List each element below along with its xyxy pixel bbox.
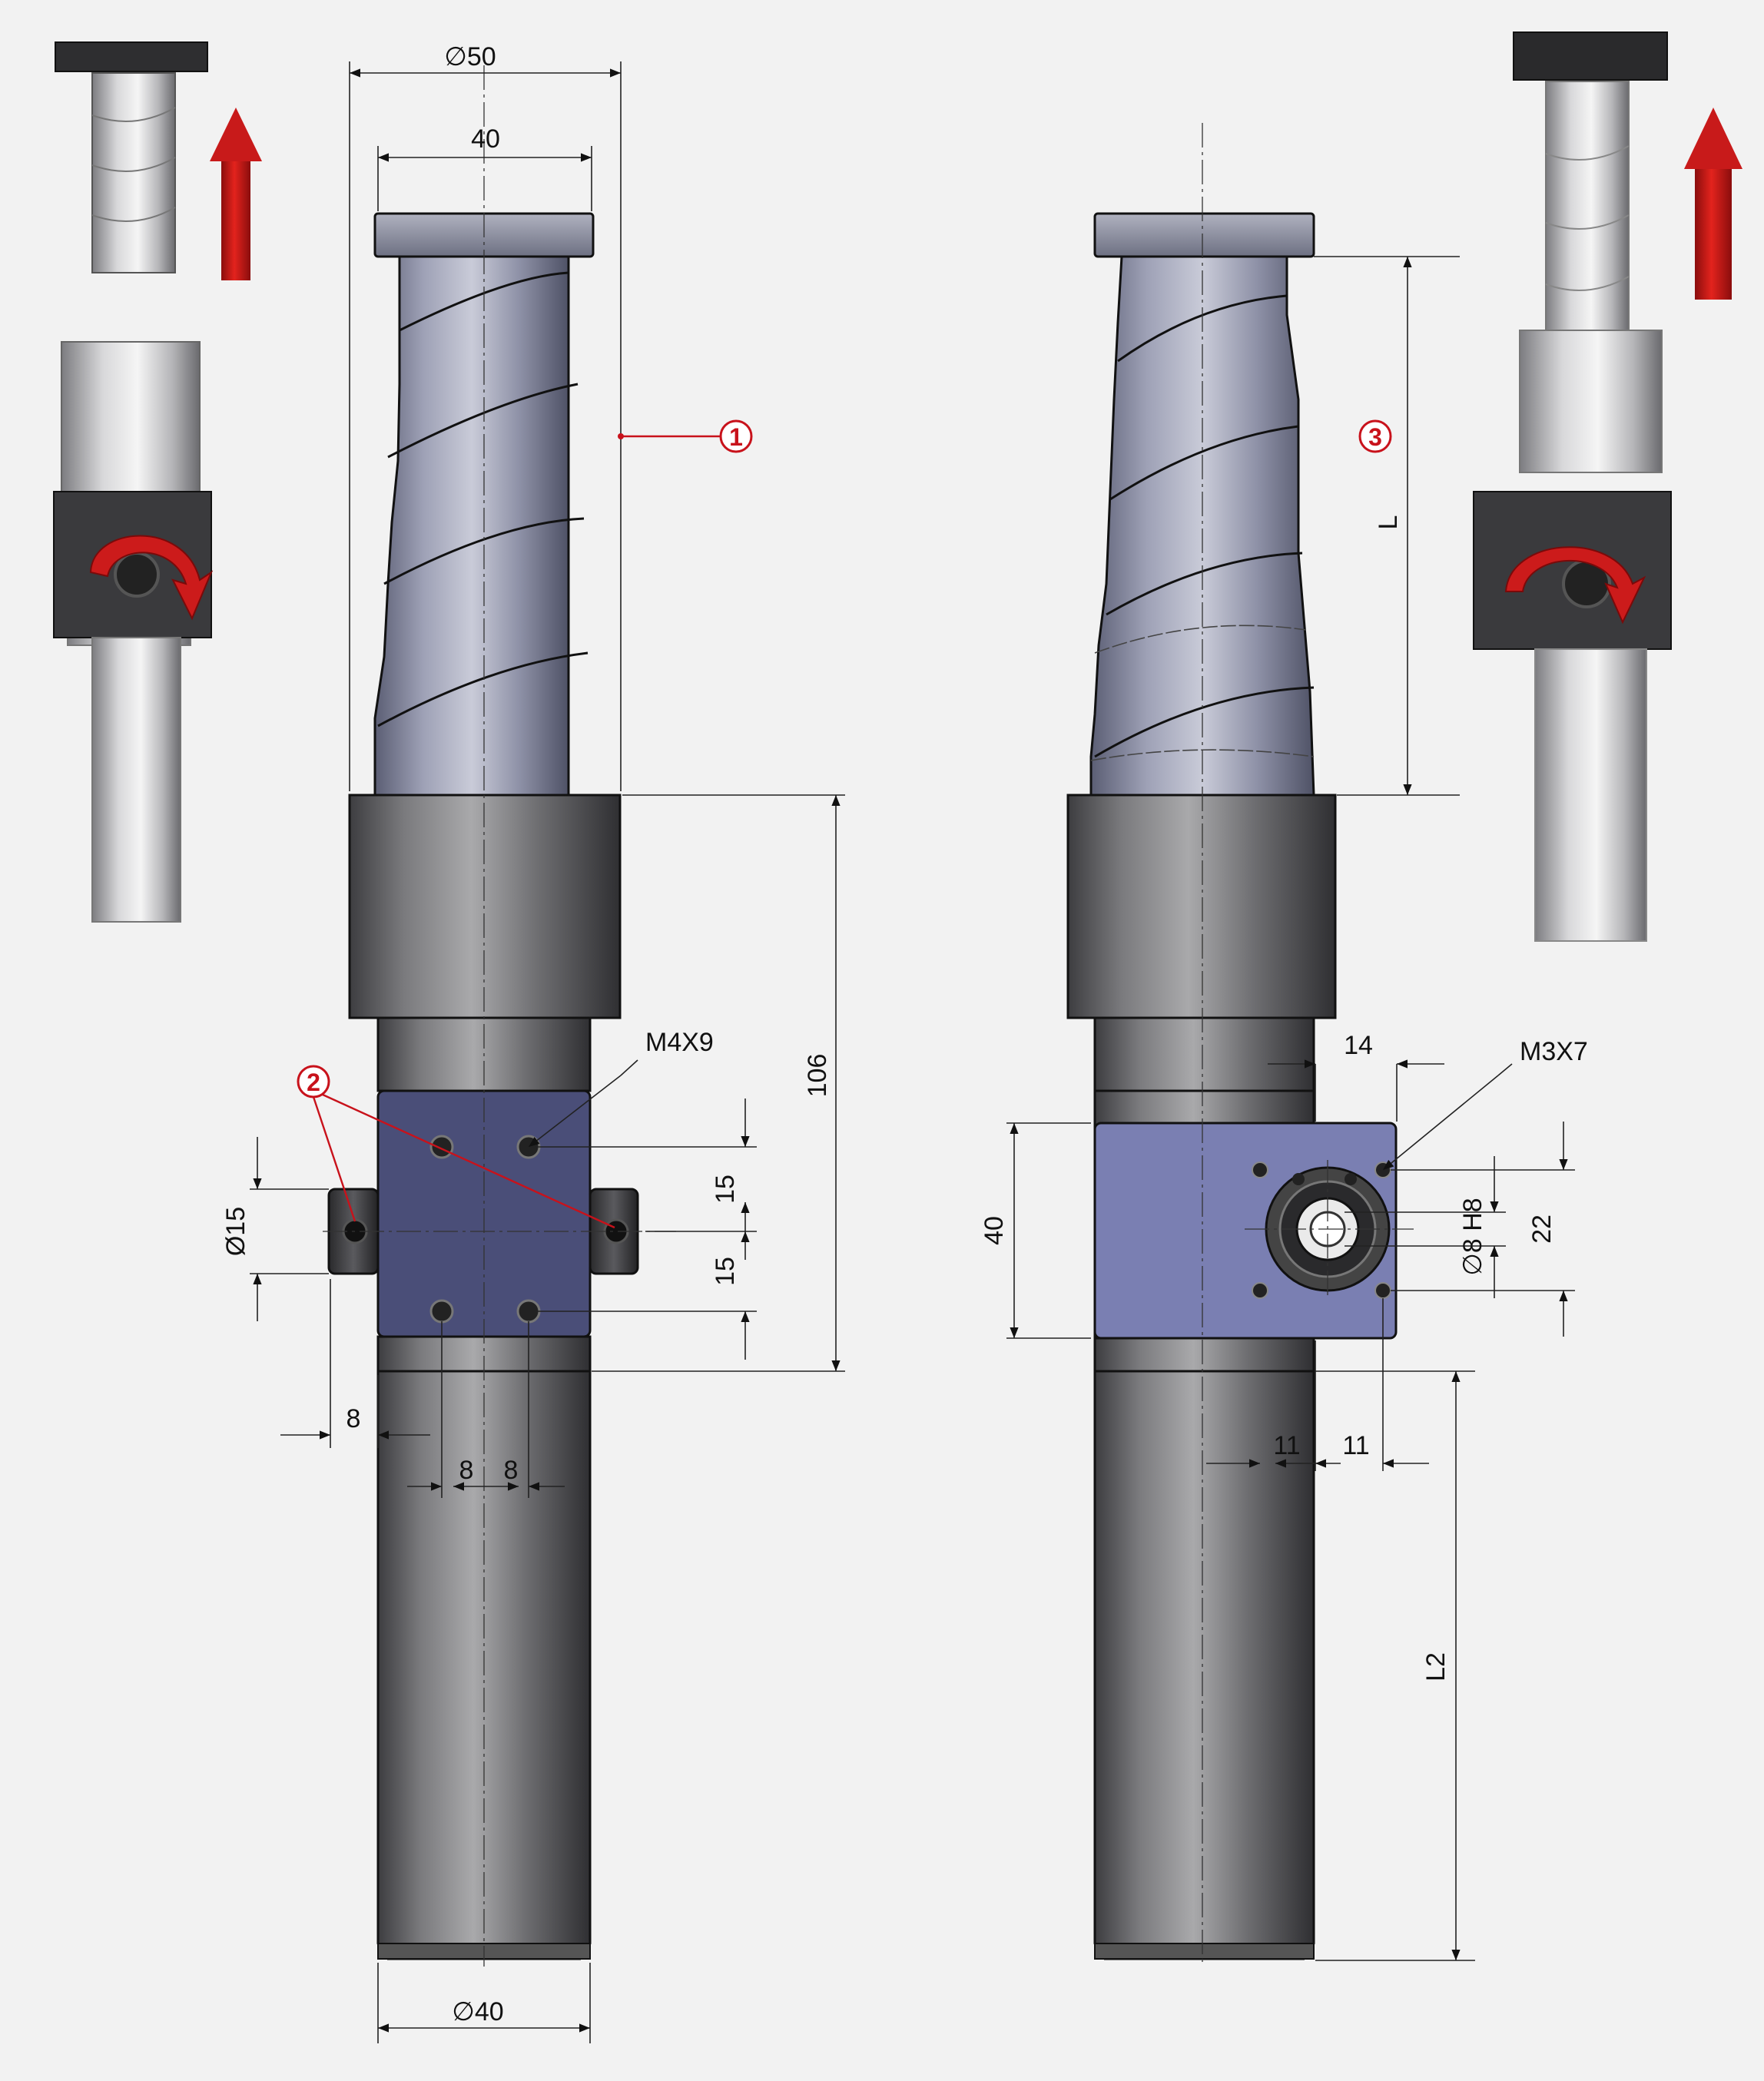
label-thread-m4x9: M4X9: [645, 1028, 714, 1057]
callout-3: 3: [1358, 419, 1392, 453]
dim-shaft-diameter: Ø15: [221, 1207, 250, 1256]
dim-length-L2: L2: [1421, 1652, 1451, 1682]
dim-height-22: 22: [1527, 1214, 1557, 1244]
dim-height-40: 40: [980, 1216, 1009, 1245]
dim-offset-14: 14: [1344, 1031, 1373, 1060]
side-dimensions: L 14 M3X7 40 ∅8 H8 22 11: [980, 256, 1588, 1961]
dim-outer-diameter: ∅50: [444, 42, 496, 71]
callout-1-label: 1: [729, 423, 743, 451]
dim-offset-8-b: 8: [504, 1456, 519, 1485]
dim-base-diameter: ∅40: [452, 1997, 503, 2026]
dim-bore: ∅8 H8: [1458, 1198, 1487, 1275]
thumbnail-left: [53, 41, 262, 923]
dim-height-106: 106: [803, 1054, 832, 1098]
rotation-arrow-icon: [89, 535, 214, 621]
callout-2-label: 2: [307, 1069, 320, 1096]
dim-offset-11-left: 11: [1273, 1431, 1300, 1460]
rotation-arrow-icon: [1504, 546, 1646, 625]
callout-1: 1: [618, 419, 753, 453]
front-view: [323, 65, 676, 1967]
callout-3-label: 3: [1368, 423, 1382, 451]
dim-spacing-lower: 15: [711, 1257, 740, 1286]
dim-offset-11-right: 11: [1342, 1431, 1369, 1460]
up-arrow-icon: [210, 108, 262, 280]
dim-length-L: L: [1374, 515, 1403, 530]
label-thread-m3x7: M3X7: [1520, 1037, 1588, 1066]
dim-spacing-upper: 15: [711, 1175, 740, 1204]
thumbnail-right: [1473, 31, 1742, 942]
front-dimensions: ∅50 40 106 15 15 Ø15 8: [221, 42, 845, 2043]
callout-2: 2: [297, 1065, 615, 1229]
dim-offset-8-left: 8: [346, 1404, 361, 1433]
dim-top-width: 40: [471, 124, 500, 154]
side-view: [1066, 123, 1414, 1967]
dim-offset-8-a: 8: [459, 1456, 474, 1485]
up-arrow-icon: [1684, 108, 1742, 300]
